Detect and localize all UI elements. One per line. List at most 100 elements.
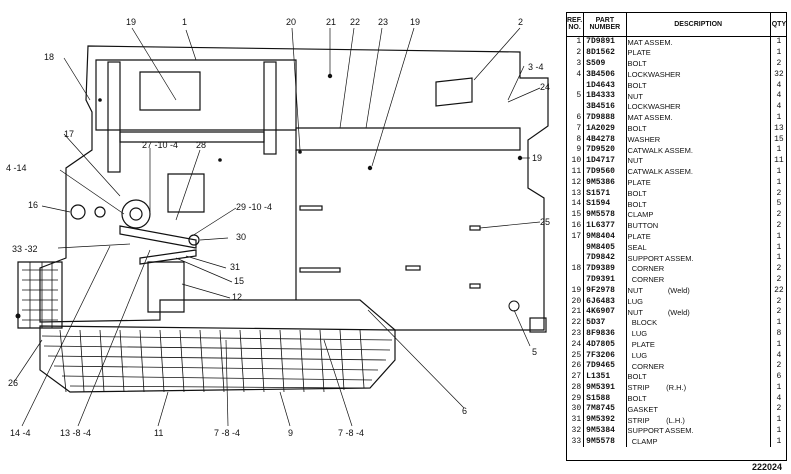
callout-label: 18	[44, 52, 54, 62]
quantity: 6	[776, 372, 782, 382]
hole	[70, 204, 86, 220]
part-description: CATWALK ASSEM.	[626, 166, 771, 178]
callout-label: 16	[28, 200, 38, 210]
ref-number: 28	[566, 382, 585, 394]
ref-number: 33	[566, 436, 585, 448]
quantity: 1	[776, 145, 782, 155]
ref-number	[566, 242, 585, 253]
callout-label: 11	[154, 428, 163, 438]
weld-nut	[508, 300, 520, 312]
part-description: BUTTON	[626, 220, 771, 232]
quantity: 11	[774, 156, 784, 166]
quantity: 1	[776, 166, 782, 176]
part-number: 4K6907	[583, 306, 627, 318]
part-description: LOCKWASHER	[626, 101, 771, 113]
ref-number: 30	[566, 404, 585, 415]
callout-label: 28	[196, 140, 206, 150]
part-description: NUT	[626, 90, 771, 102]
callout-label: 23	[378, 17, 388, 27]
support-hub	[121, 199, 151, 229]
quantity: 1	[776, 426, 782, 436]
callout-label: 22	[350, 17, 360, 27]
ref-number: 26	[566, 360, 585, 372]
ref-number: 25	[566, 350, 585, 361]
part-number: 9M8404	[583, 231, 627, 243]
callout-label: 27 -10 -4	[142, 140, 178, 150]
part-number: 5D37	[583, 317, 627, 329]
part-number: 4D7805	[583, 339, 627, 351]
part-description: BOLT	[626, 80, 771, 91]
part-number: 1A2029	[583, 123, 627, 135]
quantity: 1	[776, 253, 782, 263]
part-description: WASHER	[626, 134, 771, 145]
part-description: CLAMP	[626, 436, 771, 448]
rear-panel	[95, 59, 297, 131]
callout-label: 20	[286, 17, 296, 27]
quantity: 1	[776, 318, 782, 328]
ref-number: 2	[566, 47, 585, 59]
quantity: 1	[776, 242, 782, 252]
part-number: 9M5578	[583, 436, 627, 448]
part-number: 9M5392	[583, 414, 627, 426]
ref-number: 20	[566, 296, 585, 307]
part-description: PLATE	[626, 177, 771, 189]
part-description: BOLT	[626, 371, 771, 383]
part-number: 9M5578	[583, 209, 627, 221]
part-description: BOLT	[626, 188, 771, 199]
part-number: 7D9520	[583, 144, 627, 156]
weld-nut	[327, 73, 333, 79]
quantity: 2	[776, 210, 782, 220]
quantity: 1	[776, 231, 782, 241]
part-description: CORNER	[626, 263, 771, 275]
quantity: 22	[774, 285, 784, 295]
quantity: 4	[776, 91, 782, 101]
ref-number: 31	[566, 414, 585, 426]
step-well	[167, 173, 205, 213]
side-stub	[529, 317, 547, 333]
part-number: 7D9391	[583, 274, 627, 286]
part-description: NUT	[626, 155, 771, 167]
header-part-number: PART NUMBER	[583, 12, 627, 37]
quantity: 2	[776, 404, 782, 414]
ref-number	[566, 101, 585, 113]
part-description: BOLT	[626, 58, 771, 70]
quantity: 1	[776, 112, 782, 122]
part-number: 9F2978	[583, 285, 627, 297]
side-box	[17, 261, 63, 329]
part-number: 7M8745	[583, 404, 627, 415]
part-description: PLATE	[626, 339, 771, 351]
ref-number: 10	[566, 155, 585, 167]
hole	[94, 206, 106, 218]
ref-number: 32	[566, 425, 585, 437]
part-number: 7D9842	[583, 252, 627, 264]
parts-diagram: 19 1 20 21 22 23 19 2 3 -4 24 18 17 4 -1…	[6, 17, 550, 438]
quantity: 5	[776, 199, 782, 209]
support-hub-inner	[129, 207, 143, 221]
callout-label: 3 -4	[528, 62, 544, 72]
quantity: 15	[774, 134, 784, 144]
part-description: LUG	[626, 350, 771, 361]
callout-label: 6	[462, 406, 467, 416]
part-number: 4B4278	[583, 134, 627, 145]
part-number: 3B4516	[583, 101, 627, 113]
part-description: BOLT	[626, 123, 771, 135]
part-description: STRIP (L.H.)	[626, 414, 771, 426]
callout-label: 4 -14	[6, 163, 27, 173]
quantity: 1	[776, 48, 782, 58]
part-number: 9M8405	[583, 242, 627, 253]
part-description: MAT ASSEM.	[626, 112, 771, 124]
